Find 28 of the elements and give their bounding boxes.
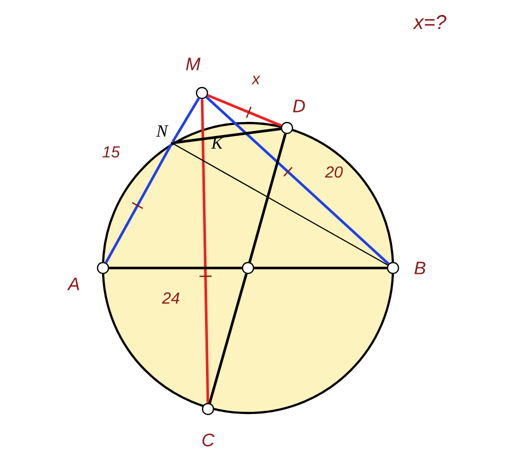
line-segment (200, 99, 210, 403)
point-marker (202, 402, 214, 416)
line-segment (104, 144, 172, 264)
line-segment (208, 274, 248, 404)
question-text: x=? (412, 15, 446, 29)
point-label: N (156, 125, 168, 137)
point-label: C (202, 434, 215, 446)
edge-label: 24 (162, 292, 180, 304)
point-label: A (67, 278, 80, 290)
point-label: M (186, 58, 200, 70)
point-marker (196, 86, 208, 100)
line-segment (109, 266, 242, 270)
point-marker (280, 122, 294, 134)
point-label: B (414, 262, 426, 274)
point-label: D (293, 100, 305, 112)
line-segment (172, 98, 200, 142)
edge-label: 15 (102, 146, 120, 158)
point-marker (242, 262, 254, 274)
line-segment (248, 134, 287, 262)
edge-label: 20 (325, 166, 343, 178)
line-segment (206, 96, 390, 265)
point-marker (96, 262, 110, 274)
line-segment (173, 128, 282, 144)
point-marker (386, 262, 400, 274)
line-segment (254, 266, 387, 270)
edge-label: x (251, 76, 260, 84)
line-segment (207, 94, 282, 127)
line-segment (173, 143, 388, 266)
